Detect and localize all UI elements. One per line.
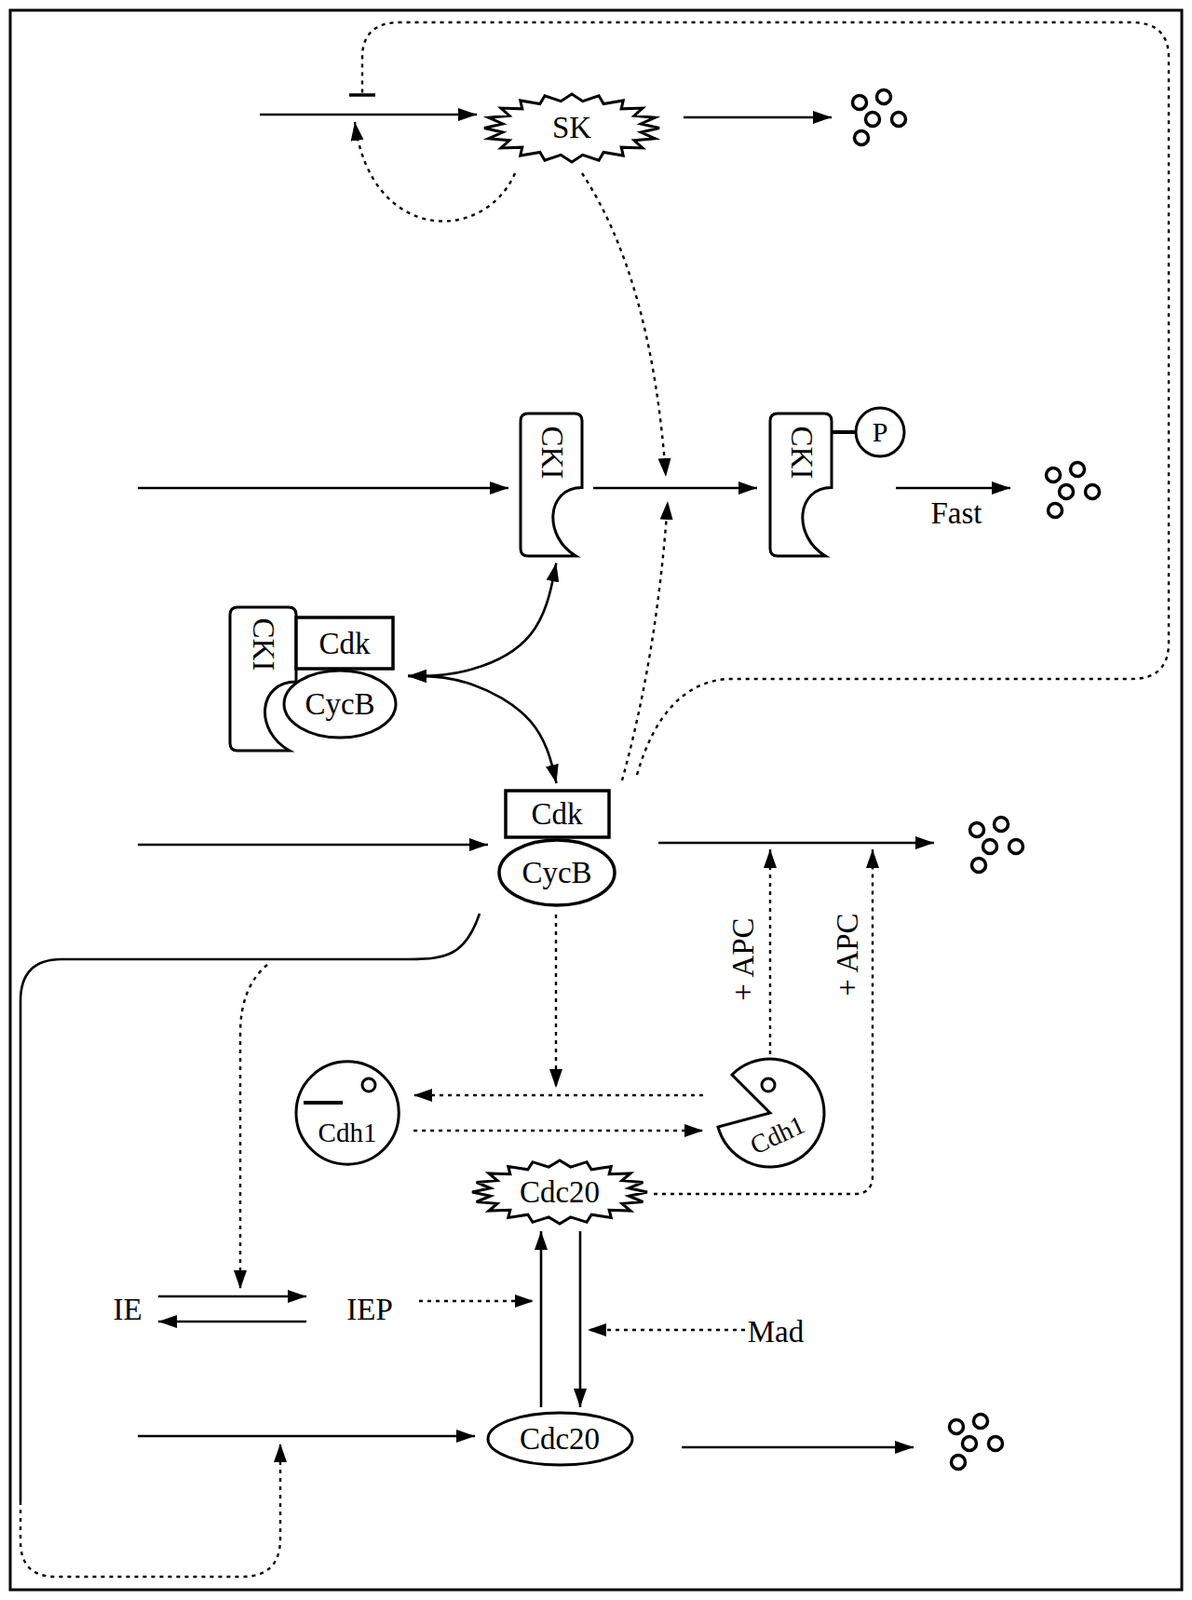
reaction-connector <box>593 487 758 490</box>
phosphate-circle <box>855 407 905 457</box>
activation-line <box>419 1300 534 1302</box>
degradation-arrow <box>658 841 935 845</box>
dotted-connector <box>413 1094 704 1097</box>
degradation-arrow <box>683 116 832 120</box>
inhibitor-outline <box>230 607 297 751</box>
species-label: Mad <box>747 1316 805 1348</box>
node-label: CKI <box>785 426 817 480</box>
inhibitor-outline <box>520 413 583 556</box>
degradation-arrow <box>681 1446 914 1450</box>
node-label: Cdk <box>318 628 370 660</box>
activation-line <box>587 1328 745 1331</box>
reaction-arrow <box>158 1320 307 1324</box>
kinase-complex: CdkCycB <box>497 788 618 908</box>
synthesis-arrow <box>137 487 509 490</box>
inactive-cdh1: Cdh1 <box>294 1059 401 1166</box>
degradation-symbol <box>1046 462 1100 518</box>
cofactor-label: + APC <box>728 917 759 1001</box>
reaction-connector <box>407 676 557 784</box>
inhibitor-outline <box>770 413 832 556</box>
eye-dot <box>362 1078 376 1092</box>
inhibitor-shape: CKI <box>520 413 583 556</box>
cyclin-ellipse <box>284 670 396 738</box>
reaction-connector <box>407 563 556 677</box>
node-label: CKI <box>247 618 279 672</box>
node-label: Cdh1 <box>318 1119 378 1147</box>
node-label: Cdc20 <box>519 1423 600 1455</box>
degradation-symbol <box>853 90 907 146</box>
degradation-symbol <box>970 817 1024 873</box>
node-label: SK <box>552 111 592 143</box>
dotted-connector <box>413 1129 704 1132</box>
phosphate-stem <box>831 430 856 434</box>
trimer-complex: CKI CdkCycB <box>230 607 404 751</box>
inhibition-bar <box>349 93 376 97</box>
node-label: Cdc20 <box>519 1177 600 1208</box>
inactive-cdc20: Cdc20 <box>486 1410 635 1467</box>
activation-line <box>622 501 668 781</box>
inactive-circle <box>296 1061 399 1165</box>
degradation-arrow <box>895 487 1011 490</box>
reaction-arrow <box>158 1295 307 1299</box>
phospho-inhibitor: CKI P <box>770 405 908 556</box>
inactive-ellipse <box>487 1412 633 1465</box>
synthesis-arrow <box>259 113 477 117</box>
activation-line <box>240 964 268 1289</box>
node-label: CycB <box>521 857 592 889</box>
node-label: Cdk <box>530 799 583 830</box>
activation-line <box>769 849 772 1055</box>
node-label: P <box>872 418 889 447</box>
rate-label: Fast <box>930 498 982 529</box>
frame <box>10 10 1182 1590</box>
species-label: IEP <box>346 1294 393 1326</box>
cofactor-label: + APC <box>832 912 864 996</box>
degradation-symbol <box>949 1414 1003 1470</box>
synthesis-arrow <box>137 1435 475 1438</box>
activation-line <box>582 173 666 477</box>
kinase-star: SK <box>482 92 662 164</box>
cyclin-ellipse <box>499 839 615 906</box>
node-label: CKI <box>536 425 568 479</box>
node-outline <box>294 1059 401 1166</box>
star-outline <box>484 94 660 163</box>
synthesis-arrow <box>137 843 488 847</box>
influence-line <box>20 913 480 1502</box>
active-cdc20: Cdc20 <box>470 1158 650 1226</box>
reaction-connector <box>540 1231 543 1408</box>
activation-line <box>555 914 557 1088</box>
star-outline <box>472 1160 648 1224</box>
eye-dot <box>761 1078 775 1092</box>
activation-line <box>20 1443 281 1577</box>
inactive-bar <box>303 1100 343 1105</box>
kinase-box <box>296 617 393 669</box>
inhibition-line <box>362 22 1169 775</box>
pacman-outline <box>717 1058 825 1167</box>
active-cdh1: Cdh1 <box>714 1056 827 1169</box>
species-label: IE <box>112 1294 142 1326</box>
kinase-box <box>505 790 610 838</box>
activation-line <box>653 849 873 1194</box>
reaction-connector <box>579 1231 583 1408</box>
node-label: CycB <box>304 689 375 720</box>
